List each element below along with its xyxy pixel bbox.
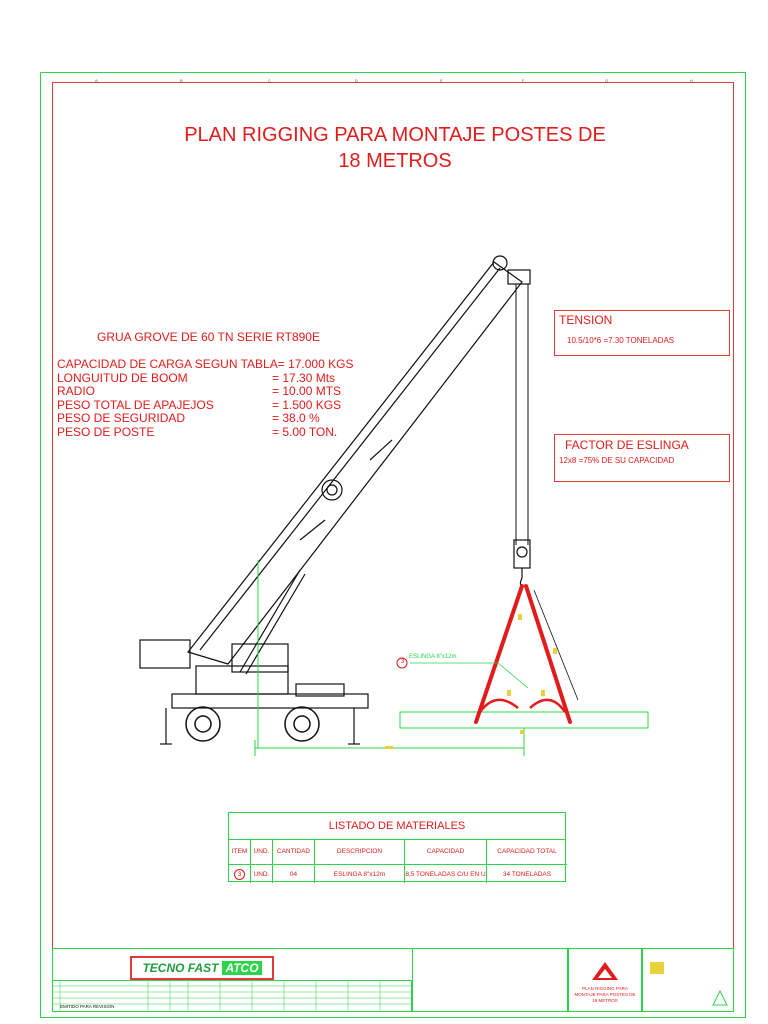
drawing-title-text: PLAN RIGGING PARA MONTAJE PARA POSTES DE…: [574, 986, 636, 1003]
spec-label: PESO DE POSTE: [57, 424, 155, 439]
drawing-title-cell: [568, 948, 642, 1012]
spec-row: LONGUITUD DE BOOM = 17.30 Mts: [57, 370, 353, 386]
tension-box: TENSION 10.5/10*6 =7.30 TONELADAS: [554, 310, 730, 356]
title-line-2: 18 METROS: [338, 150, 452, 172]
tecno-fast-logo: TECNO FAST ATCO: [130, 956, 274, 980]
spec-label: PESO DE SEGURIDAD: [57, 411, 186, 425]
row-cantidad: 04: [273, 865, 315, 883]
ruler-mark: B: [180, 78, 183, 83]
spec-value: = 5.00 TON.: [272, 424, 338, 439]
callout-leader: [410, 662, 529, 689]
sling-markers: [385, 614, 557, 749]
revision-table: [52, 980, 412, 1012]
callout-number: 3: [400, 659, 405, 665]
dimension-line: [533, 589, 579, 701]
crane-name: GRUA GROVE DE 60 TN SERIE RT890E: [97, 330, 320, 344]
revision-triangle-icon: [712, 990, 728, 1006]
ruler-mark: G: [605, 78, 609, 83]
spec-row: PESO TOTAL DE APAJEJOS = 1.500 KGS: [57, 397, 353, 413]
row-und: UND.: [251, 865, 273, 883]
header-item: ITEM: [229, 839, 251, 865]
ruler-mark: C: [268, 78, 271, 83]
title-line-1: PLAN RIGGING PARA MONTAJE POSTES DE: [184, 124, 606, 146]
spec-value: = 10.00 MTS: [272, 384, 342, 398]
revision-grid: [52, 980, 412, 1012]
sling-a-frame: [474, 584, 572, 724]
spec-label: CAPACIDAD DE CARGA SEGUN TABLA: [57, 357, 278, 371]
header-cantidad: CANTIDAD: [273, 839, 315, 865]
drawing-frame-outer: [40, 72, 746, 1018]
header-descripcion: DESCRIPCION: [315, 839, 405, 865]
factor-title: FACTOR DE ESLINGA: [565, 438, 689, 452]
crane-carrier: [139, 639, 369, 745]
spec-label: LONGUITUD DE BOOM: [57, 370, 188, 385]
ruler-mark: F: [522, 78, 525, 83]
ruler-mark: A: [95, 78, 98, 83]
logo-text: TECNO FAST: [142, 961, 219, 975]
approval-table: [412, 948, 568, 1012]
client-logo-icon: [650, 962, 664, 974]
spec-value: = 38.0 %: [272, 411, 320, 425]
header-capacidad: CAPACIDAD: [405, 839, 487, 865]
crane-specs: CAPACIDAD DE CARGA SEGUN TABLA= 17.000 K…: [57, 357, 354, 440]
boom-tip: [492, 255, 531, 285]
header-und: UND.: [251, 839, 273, 865]
logo-text-atco: ATCO: [222, 961, 262, 975]
ruler-mark: E: [440, 78, 443, 83]
crane-boom: [186, 261, 523, 675]
callout-label: ESLINGA 8"x12m: [409, 654, 457, 660]
hoist-rope: [515, 284, 529, 545]
spec-label: RADIO: [57, 384, 96, 398]
drawing-title: PLAN RIGGING PARA MONTAJE POSTES DE 18 M…: [150, 122, 640, 174]
spec-value: = 17.000 KGS: [277, 357, 354, 371]
hook-block: [513, 539, 531, 587]
spec-value: = 17.30 Mts: [272, 370, 336, 385]
factor-box: FACTOR DE ESLINGA 12x8 =75% DE SU CAPACI…: [554, 434, 730, 482]
header-capacidad-total: CAPACIDAD TOTAL: [487, 839, 567, 865]
client-logo-cell: [642, 948, 734, 1012]
crane-wheels: [185, 706, 320, 742]
revision-row-label: EMITIDO PARA REVISION: [60, 1004, 115, 1009]
spec-row: PESO DE POSTE = 5.00 TON.: [57, 424, 353, 440]
row-capacidad-total: 34 TONELADAS: [502, 870, 552, 878]
factor-text: 12x8 =75% DE SU CAPACIDAD: [559, 456, 675, 465]
materials-table: LISTADO DE MATERIALES ITEM UND. CANTIDAD…: [228, 812, 567, 883]
row-capacidad: 8,5 TONELADAS C/U EN U: [405, 865, 487, 883]
ruler-mark: D: [355, 78, 358, 83]
sling-arcs: [478, 698, 567, 713]
ruler-mark: H: [690, 78, 693, 83]
row-descripcion: ESLINGA 8"x12m: [315, 865, 405, 883]
spec-row: PESO DE SEGURIDAD = 38.0 %: [57, 411, 353, 426]
row-item: 3: [229, 865, 251, 883]
row-item-number: 3: [234, 868, 245, 880]
spec-row: RADIO = 10.00 MTS: [57, 384, 353, 399]
spec-label: PESO TOTAL DE APAJEJOS: [57, 397, 214, 412]
company-logo-icon: [592, 962, 618, 980]
tension-title: TENSION: [559, 313, 613, 327]
callout-circle: [396, 657, 408, 669]
spec-row: CAPACIDAD DE CARGA SEGUN TABLA= 17.000 K…: [57, 357, 354, 372]
tension-text: 10.5/10*6 =7.30 TONELADAS: [567, 336, 675, 345]
spec-value: = 1.500 KGS: [272, 397, 342, 412]
materials-title: LISTADO DE MATERIALES: [229, 813, 565, 840]
